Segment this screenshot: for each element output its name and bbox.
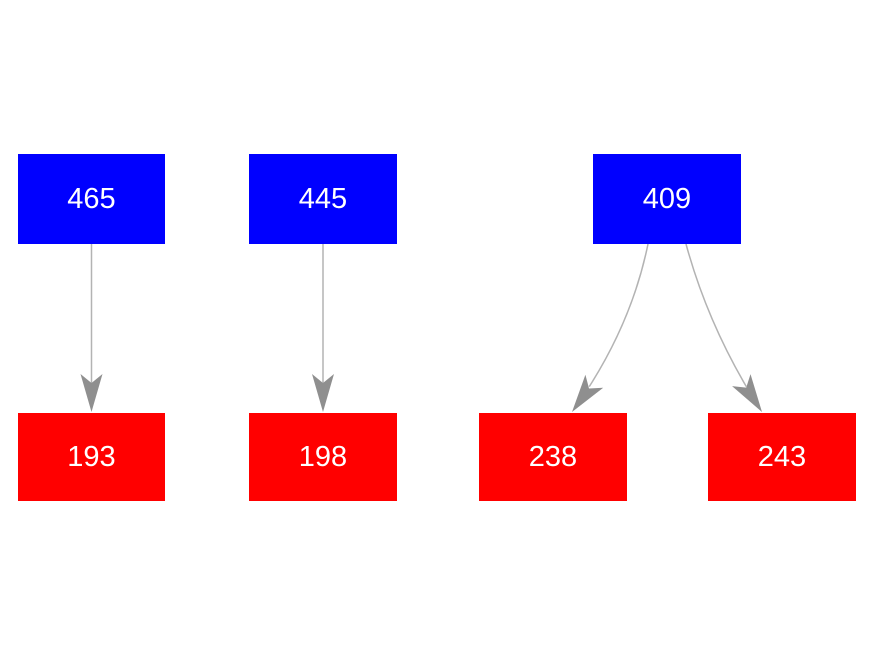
edge-arrowhead-icon xyxy=(312,374,334,412)
node-label: 238 xyxy=(528,440,578,473)
node-445[interactable]: 445 xyxy=(249,154,397,244)
node-label: 243 xyxy=(757,440,807,473)
edge-arrowhead-icon xyxy=(80,374,103,412)
node-243[interactable]: 243 xyxy=(708,413,856,501)
node-409[interactable]: 409 xyxy=(593,154,741,244)
edge-line xyxy=(588,243,649,388)
node-label: 193 xyxy=(67,440,116,473)
node-label: 409 xyxy=(642,182,692,215)
edge-line xyxy=(685,243,747,388)
node-193[interactable]: 193 xyxy=(18,413,165,501)
node-238[interactable]: 238 xyxy=(479,413,627,501)
node-label: 465 xyxy=(67,182,116,215)
node-198[interactable]: 198 xyxy=(249,413,397,501)
node-465[interactable]: 465 xyxy=(18,154,165,244)
node-label: 445 xyxy=(298,182,348,215)
edge-arrowhead-icon xyxy=(732,374,762,412)
node-label: 198 xyxy=(298,440,348,473)
edge-arrowhead-icon xyxy=(572,374,604,412)
